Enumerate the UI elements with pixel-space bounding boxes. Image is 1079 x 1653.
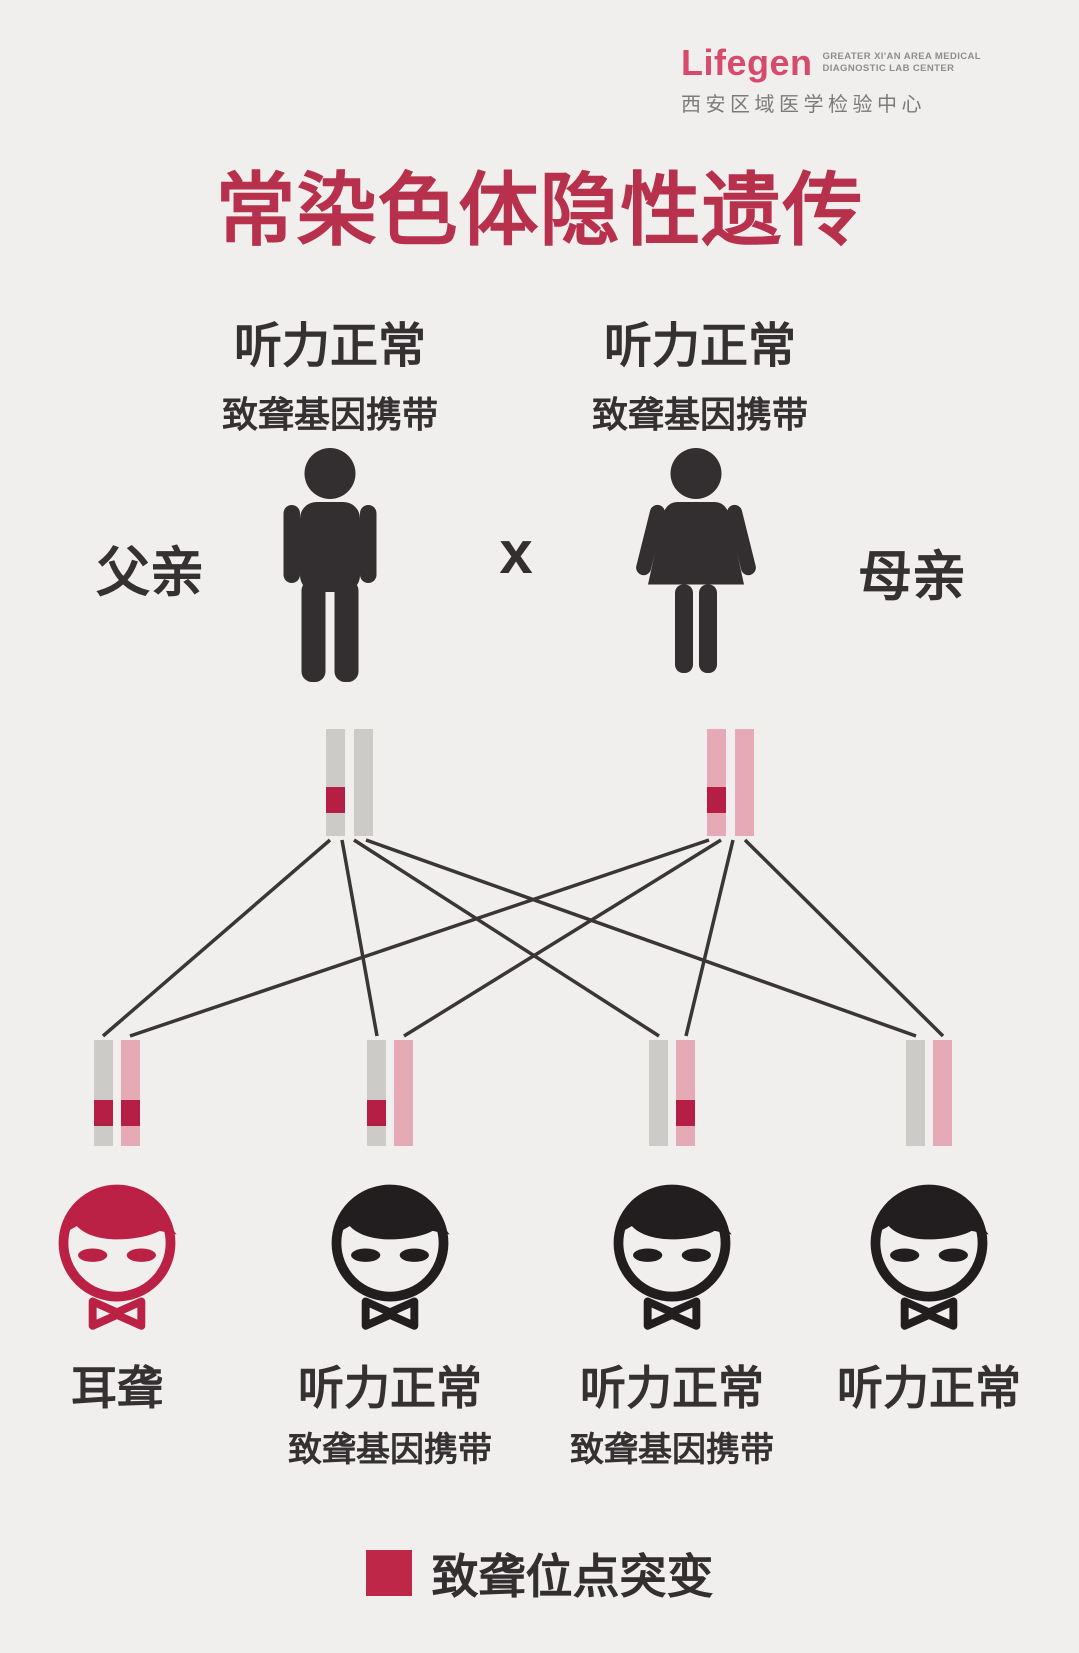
child-chromosome-maternal <box>933 1040 952 1146</box>
father-icon <box>283 448 377 682</box>
child-carrier-label: 致聋基因携带 <box>288 1431 492 1470</box>
inheritance-line <box>403 838 722 1038</box>
child-chromosome-paternal <box>367 1040 386 1146</box>
inheritance-line <box>743 838 945 1038</box>
inheritance-line <box>101 838 332 1038</box>
child-carrier-label: 致聋基因携带 <box>570 1431 774 1470</box>
child-outcome-label: 耳聋 <box>71 1362 163 1414</box>
mother-chromosome-normal <box>735 729 754 836</box>
child-outcome-label: 听力正常 <box>837 1362 1021 1414</box>
mother-hearing-status: 听力正常 <box>603 320 796 373</box>
father-chromosome-carrier <box>326 729 345 836</box>
mother-chromosome-pair <box>707 729 754 836</box>
child-outcome-label: 听力正常 <box>298 1362 482 1414</box>
mother-icon <box>636 448 756 673</box>
logo-tagline: GREATER XI'AN AREA MEDICAL DIAGNOSTIC LA… <box>822 51 981 76</box>
logo-brand: Lifegen <box>680 42 813 83</box>
mutation-segment <box>94 1100 113 1126</box>
cross-symbol: x <box>499 519 533 586</box>
child-chromosome-paternal <box>649 1040 668 1146</box>
father-chromosome-normal <box>354 729 373 836</box>
father-hearing-status: 听力正常 <box>233 320 426 373</box>
child-chromosome-maternal <box>121 1040 140 1146</box>
child-chromosome-pair <box>367 1040 413 1146</box>
logo-row: Lifegen GREATER XI'AN AREA MEDICAL DIAGN… <box>681 42 981 84</box>
logo-subtitle: 西安区域医学检验中心 <box>680 94 926 116</box>
logo-tagline-line2: DIAGNOSTIC LAB CENTER <box>822 63 955 74</box>
inheritance-line <box>340 839 379 1037</box>
logo-tagline-line1: GREATER XI'AN AREA MEDICAL <box>822 50 981 62</box>
child-chromosome-pair <box>906 1040 952 1146</box>
father-carrier-status: 致聋基因携带 <box>221 394 438 435</box>
baby-face-icon <box>58 1184 177 1330</box>
mother-role-label: 母亲 <box>858 547 966 607</box>
child-column-2: 听力正常 致聋基因携带 <box>220 1040 560 1471</box>
mutation-segment <box>326 787 345 813</box>
baby-face-icon <box>870 1184 989 1330</box>
legend-label: 致聋位点突变 <box>431 1550 714 1603</box>
child-column-1: 耳聋 <box>0 1040 287 1422</box>
inheritance-line <box>365 838 917 1038</box>
mutation-segment <box>707 787 726 813</box>
father-chromosome-pair <box>326 729 373 836</box>
child-chromosome-paternal <box>94 1040 113 1146</box>
legend: 致聋位点突变 <box>0 1538 1079 1607</box>
mutation-segment <box>676 1100 695 1126</box>
father-status-block: 听力正常 致聋基因携带 <box>130 306 530 438</box>
child-outcome-label: 听力正常 <box>580 1362 764 1414</box>
child-chromosome-pair <box>94 1040 140 1146</box>
child-column-4: 听力正常 <box>759 1040 1079 1422</box>
mother-chromosome-carrier <box>707 729 726 836</box>
child-chromosome-maternal <box>676 1040 695 1146</box>
baby-face-icon <box>613 1184 732 1330</box>
mother-carrier-status: 致聋基因携带 <box>591 394 808 435</box>
father-role-label: 父亲 <box>96 543 204 603</box>
page-title: 常染色体隐性遗传 <box>215 166 864 255</box>
baby-face-icon <box>331 1184 450 1330</box>
inheritance-line <box>129 838 710 1038</box>
mutation-segment <box>121 1100 140 1126</box>
child-chromosome-maternal <box>394 1040 413 1146</box>
child-column-3: 听力正常 致聋基因携带 <box>502 1040 842 1471</box>
legend-mutation-swatch <box>365 1549 412 1596</box>
child-chromosome-paternal <box>906 1040 925 1146</box>
logo: Lifegen GREATER XI'AN AREA MEDICAL DIAGN… <box>681 42 981 117</box>
inheritance-line <box>684 839 735 1037</box>
mutation-segment <box>367 1100 386 1126</box>
child-chromosome-pair <box>649 1040 695 1146</box>
mother-status-block: 听力正常 致聋基因携带 <box>500 306 900 438</box>
inheritance-line <box>353 838 660 1038</box>
